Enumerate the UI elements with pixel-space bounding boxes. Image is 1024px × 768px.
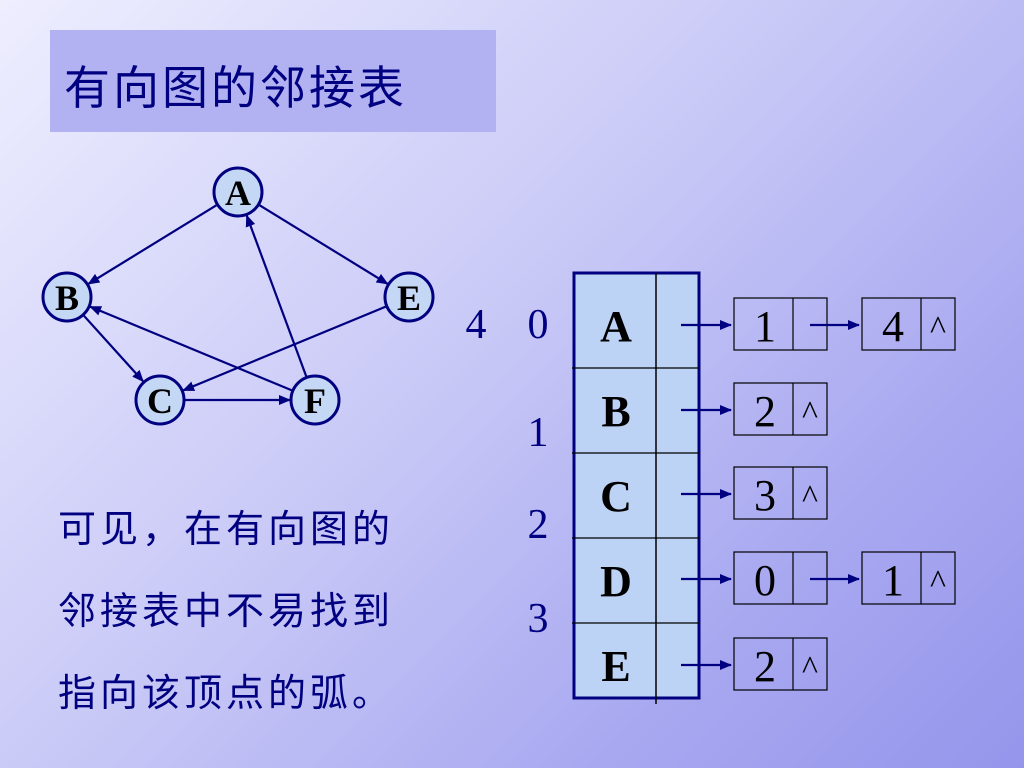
index-label: 1 (528, 410, 549, 456)
adjacency-list-row: 2^ (681, 637, 828, 691)
node-label: F (304, 381, 326, 421)
adjacent-vertex-index: 3 (754, 471, 776, 520)
caption-line-3: 指向该顶点的弧。 (58, 671, 395, 715)
graph-node-e: E (383, 271, 435, 323)
caption-line-1: 可见，在有向图的 (58, 507, 395, 551)
node-label: C (147, 381, 173, 421)
null-pointer-symbol: ^ (802, 395, 818, 432)
table-vertex-b: B (601, 387, 630, 436)
adjacent-vertex-index: 2 (754, 387, 776, 436)
list-node-box (733, 637, 828, 691)
table-vertex-e: E (601, 642, 630, 691)
node-circle (41, 271, 93, 323)
index-label: 2 (528, 502, 549, 548)
list-node: 3^ (733, 466, 828, 520)
node-label: B (55, 278, 79, 318)
adjacency-list-row: 2^ (681, 382, 828, 436)
node-circle (383, 271, 435, 323)
list-node: 4^ (861, 297, 956, 351)
adjacency-list-row: 3^ (681, 466, 828, 520)
graph-node-a: A (212, 166, 264, 218)
table-vertex-a: A (600, 302, 632, 351)
caption-line-2: 邻接表中不易找到 (58, 589, 395, 633)
index-label: 0 (528, 302, 549, 348)
adjacent-vertex-index: 1 (882, 556, 904, 605)
null-pointer-symbol: ^ (930, 310, 946, 347)
graph-node-c: C (134, 374, 186, 426)
list-node-box (861, 551, 956, 605)
null-pointer-symbol: ^ (930, 564, 946, 601)
list-node-box (733, 382, 828, 436)
list-node: 1 (733, 297, 860, 351)
node-label: A (225, 173, 251, 213)
edge-b-c (82, 314, 145, 383)
extra-number-label: 4 (466, 302, 487, 348)
list-node-box (733, 466, 828, 520)
list-node: 2^ (733, 637, 828, 691)
edge-f-a (245, 214, 308, 378)
node-circle (134, 374, 186, 426)
page-title: 有向图的邻接表 (64, 61, 407, 115)
adjacent-vertex-index: 4 (882, 302, 904, 351)
graph-node-b: B (41, 271, 93, 323)
graph-edges (82, 203, 389, 405)
node-circle (212, 166, 264, 218)
list-node-box (861, 297, 956, 351)
edge-a-e (257, 203, 389, 285)
edge-e-c (182, 305, 388, 392)
edge-f-b (89, 305, 294, 392)
null-pointer-symbol: ^ (802, 650, 818, 687)
table-vertex-c: C (600, 472, 632, 521)
table-vertex-d: D (600, 557, 632, 606)
index-label: 3 (528, 596, 549, 642)
null-pointer-symbol: ^ (802, 479, 818, 516)
list-node: 2^ (733, 382, 828, 436)
table-frame (572, 271, 701, 700)
graph-node-f: F (289, 374, 341, 426)
adjacent-vertex-index: 0 (754, 556, 776, 605)
caption: 可见，在有向图的 邻接表中不易找到 指向该顶点的弧。 (58, 488, 478, 734)
graph-nodes: A B E C F (41, 166, 435, 426)
node-label: E (397, 278, 421, 318)
edge-a-b (87, 203, 219, 285)
title-box: 有向图的邻接表 (50, 30, 496, 132)
node-circle (289, 374, 341, 426)
list-node: 1^ (861, 551, 956, 605)
list-node: 0 (733, 551, 860, 605)
adjacent-vertex-index: 2 (754, 642, 776, 691)
adjacent-vertex-index: 1 (754, 302, 776, 351)
